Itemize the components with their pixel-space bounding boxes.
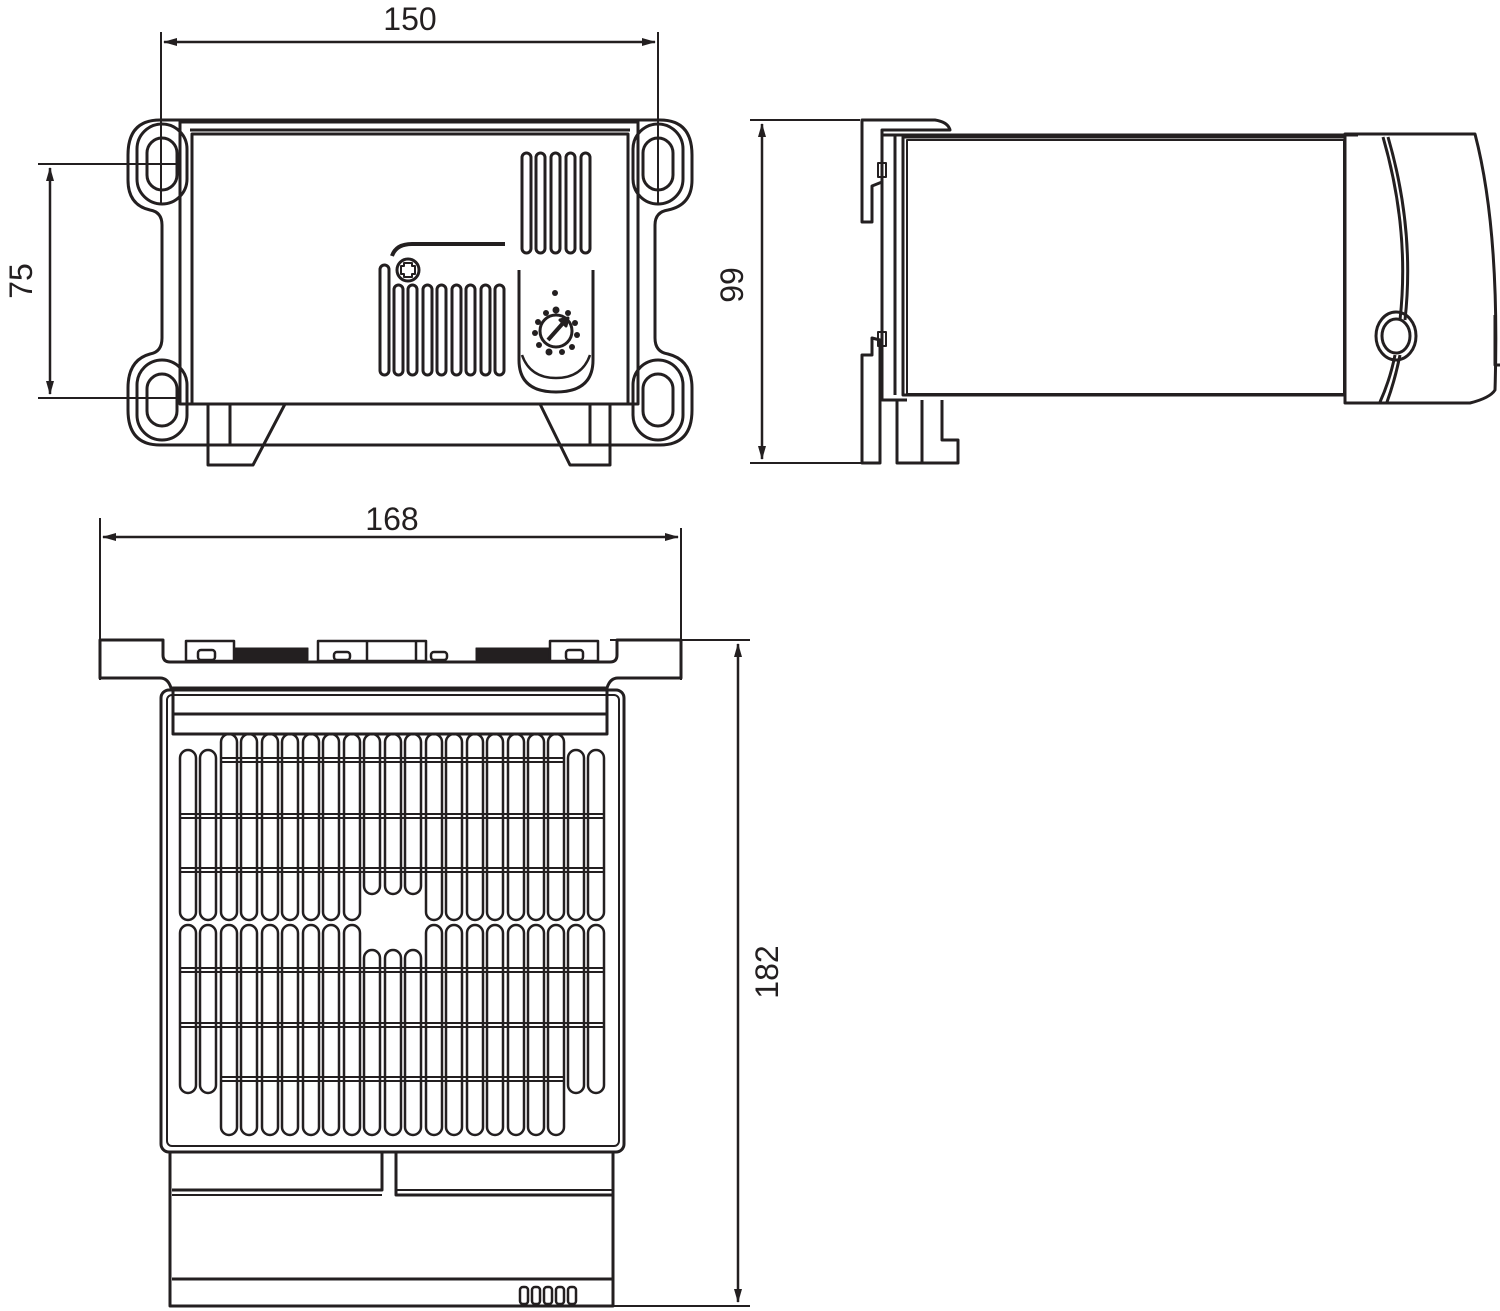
side-view <box>750 118 1500 465</box>
dimension-75 <box>38 163 180 399</box>
mounting-slot-top-right <box>631 122 685 206</box>
mounting-slot-bottom-left <box>135 358 189 442</box>
bracket-terminals <box>184 639 600 663</box>
top-view <box>98 518 750 1308</box>
dimension-99 <box>750 119 873 464</box>
knob-icon <box>1374 310 1418 362</box>
dimension-label-168: 168 <box>365 501 418 537</box>
terminal-slots <box>518 1285 578 1306</box>
lower-vent-slots <box>378 263 506 377</box>
dimension-label-75: 75 <box>3 263 39 299</box>
mounting-slot-top-left <box>135 122 189 206</box>
thermostat-dial-icon <box>517 270 595 394</box>
dimension-label-150: 150 <box>383 1 436 37</box>
front-view <box>38 32 694 467</box>
dimension-label-99: 99 <box>714 267 750 303</box>
housing-outline <box>126 118 694 447</box>
dimension-label-182: 182 <box>749 945 785 998</box>
upper-vent-slots <box>520 151 592 255</box>
dimension-182 <box>610 639 750 1307</box>
label-strip <box>390 242 505 257</box>
air-grille <box>178 732 606 1137</box>
mounting-slot-bottom-right <box>631 358 685 442</box>
screw-icon <box>395 257 421 283</box>
feet <box>206 403 612 467</box>
